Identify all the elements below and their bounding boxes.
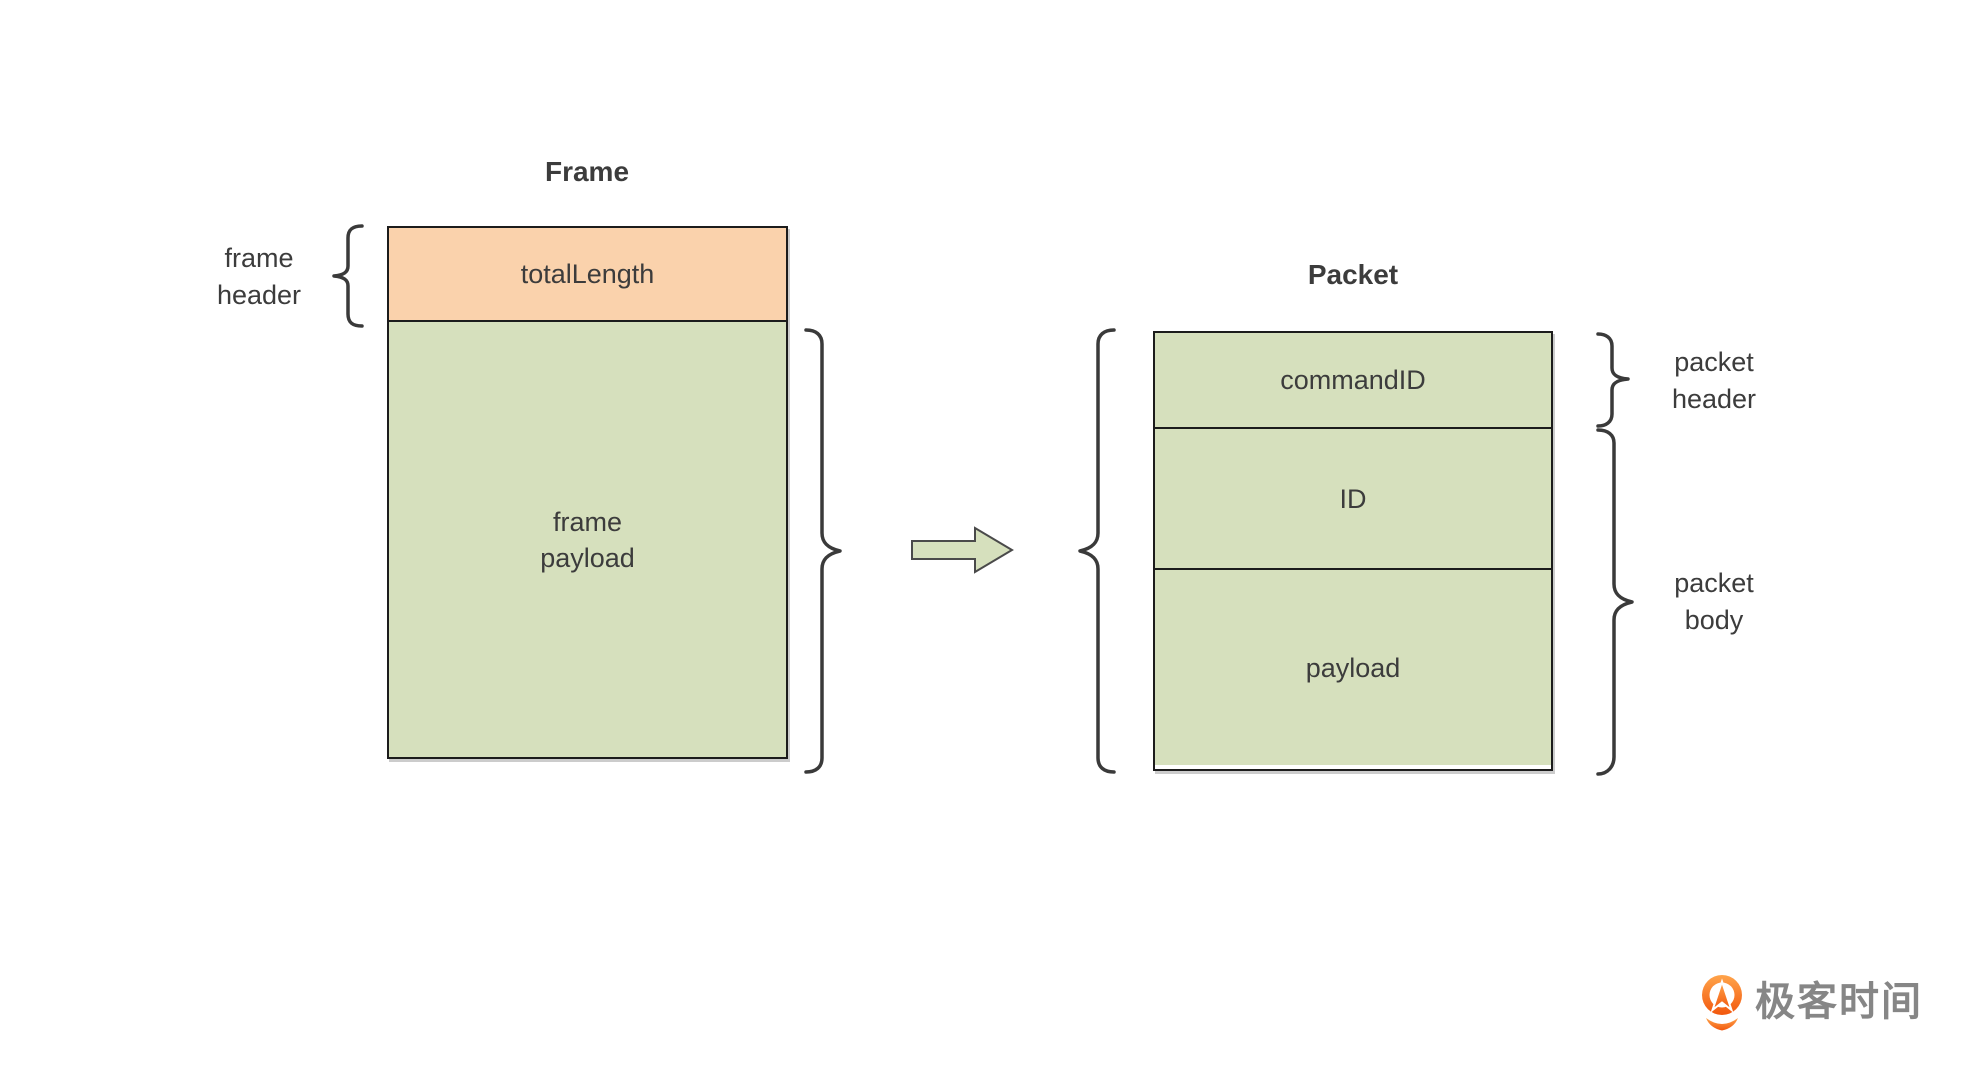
geektime-logo-text: 极客时间 (1755, 980, 1923, 1024)
packet-header-label: packet header (1634, 344, 1794, 418)
frame-cell-payload-line1: frame (552, 506, 623, 537)
packet-body-label-line1: packet (1674, 568, 1754, 598)
packet-body-label-line2: body (1684, 605, 1744, 635)
packet-cell-payload: payload (1155, 568, 1551, 765)
transform-arrow-icon (911, 526, 1014, 574)
frame-box: totalLength frame payload (387, 226, 788, 759)
frame-cell-payload: frame payload (389, 320, 786, 757)
geektime-logo-icon (1702, 975, 1742, 1031)
packet-title: Packet (1307, 259, 1399, 290)
packet-header-label-line2: header (1671, 384, 1757, 414)
packet-cell-payload-text: payload (1305, 652, 1401, 683)
packet-body-brace (1596, 428, 1634, 776)
packet-header-label-line1: packet (1674, 347, 1754, 377)
frame-cell-total-length: totalLength (389, 228, 786, 320)
packet-box: commandID ID payload (1153, 331, 1553, 771)
frame-header-label-line1: frame (224, 243, 294, 273)
frame-title: Frame (544, 156, 630, 187)
packet-cell-command-id-text: commandID (1280, 365, 1426, 395)
packet-left-brace (1078, 328, 1116, 774)
packet-header-brace (1596, 332, 1630, 428)
frame-cell-total-length-text: totalLength (520, 259, 655, 289)
frame-payload-brace (804, 328, 842, 774)
frame-header-label-line2: header (216, 280, 302, 310)
geektime-logo: 极客时间 (1700, 970, 1923, 1034)
packet-cell-command-id: commandID (1155, 333, 1551, 427)
frame-header-label: frame header (179, 240, 339, 314)
packet-cell-id-text: ID (1339, 483, 1367, 514)
packet-cell-id: ID (1155, 427, 1551, 568)
frame-cell-payload-line2: payload (540, 542, 635, 573)
frame-header-brace (332, 224, 364, 328)
packet-body-label: packet body (1634, 565, 1794, 639)
